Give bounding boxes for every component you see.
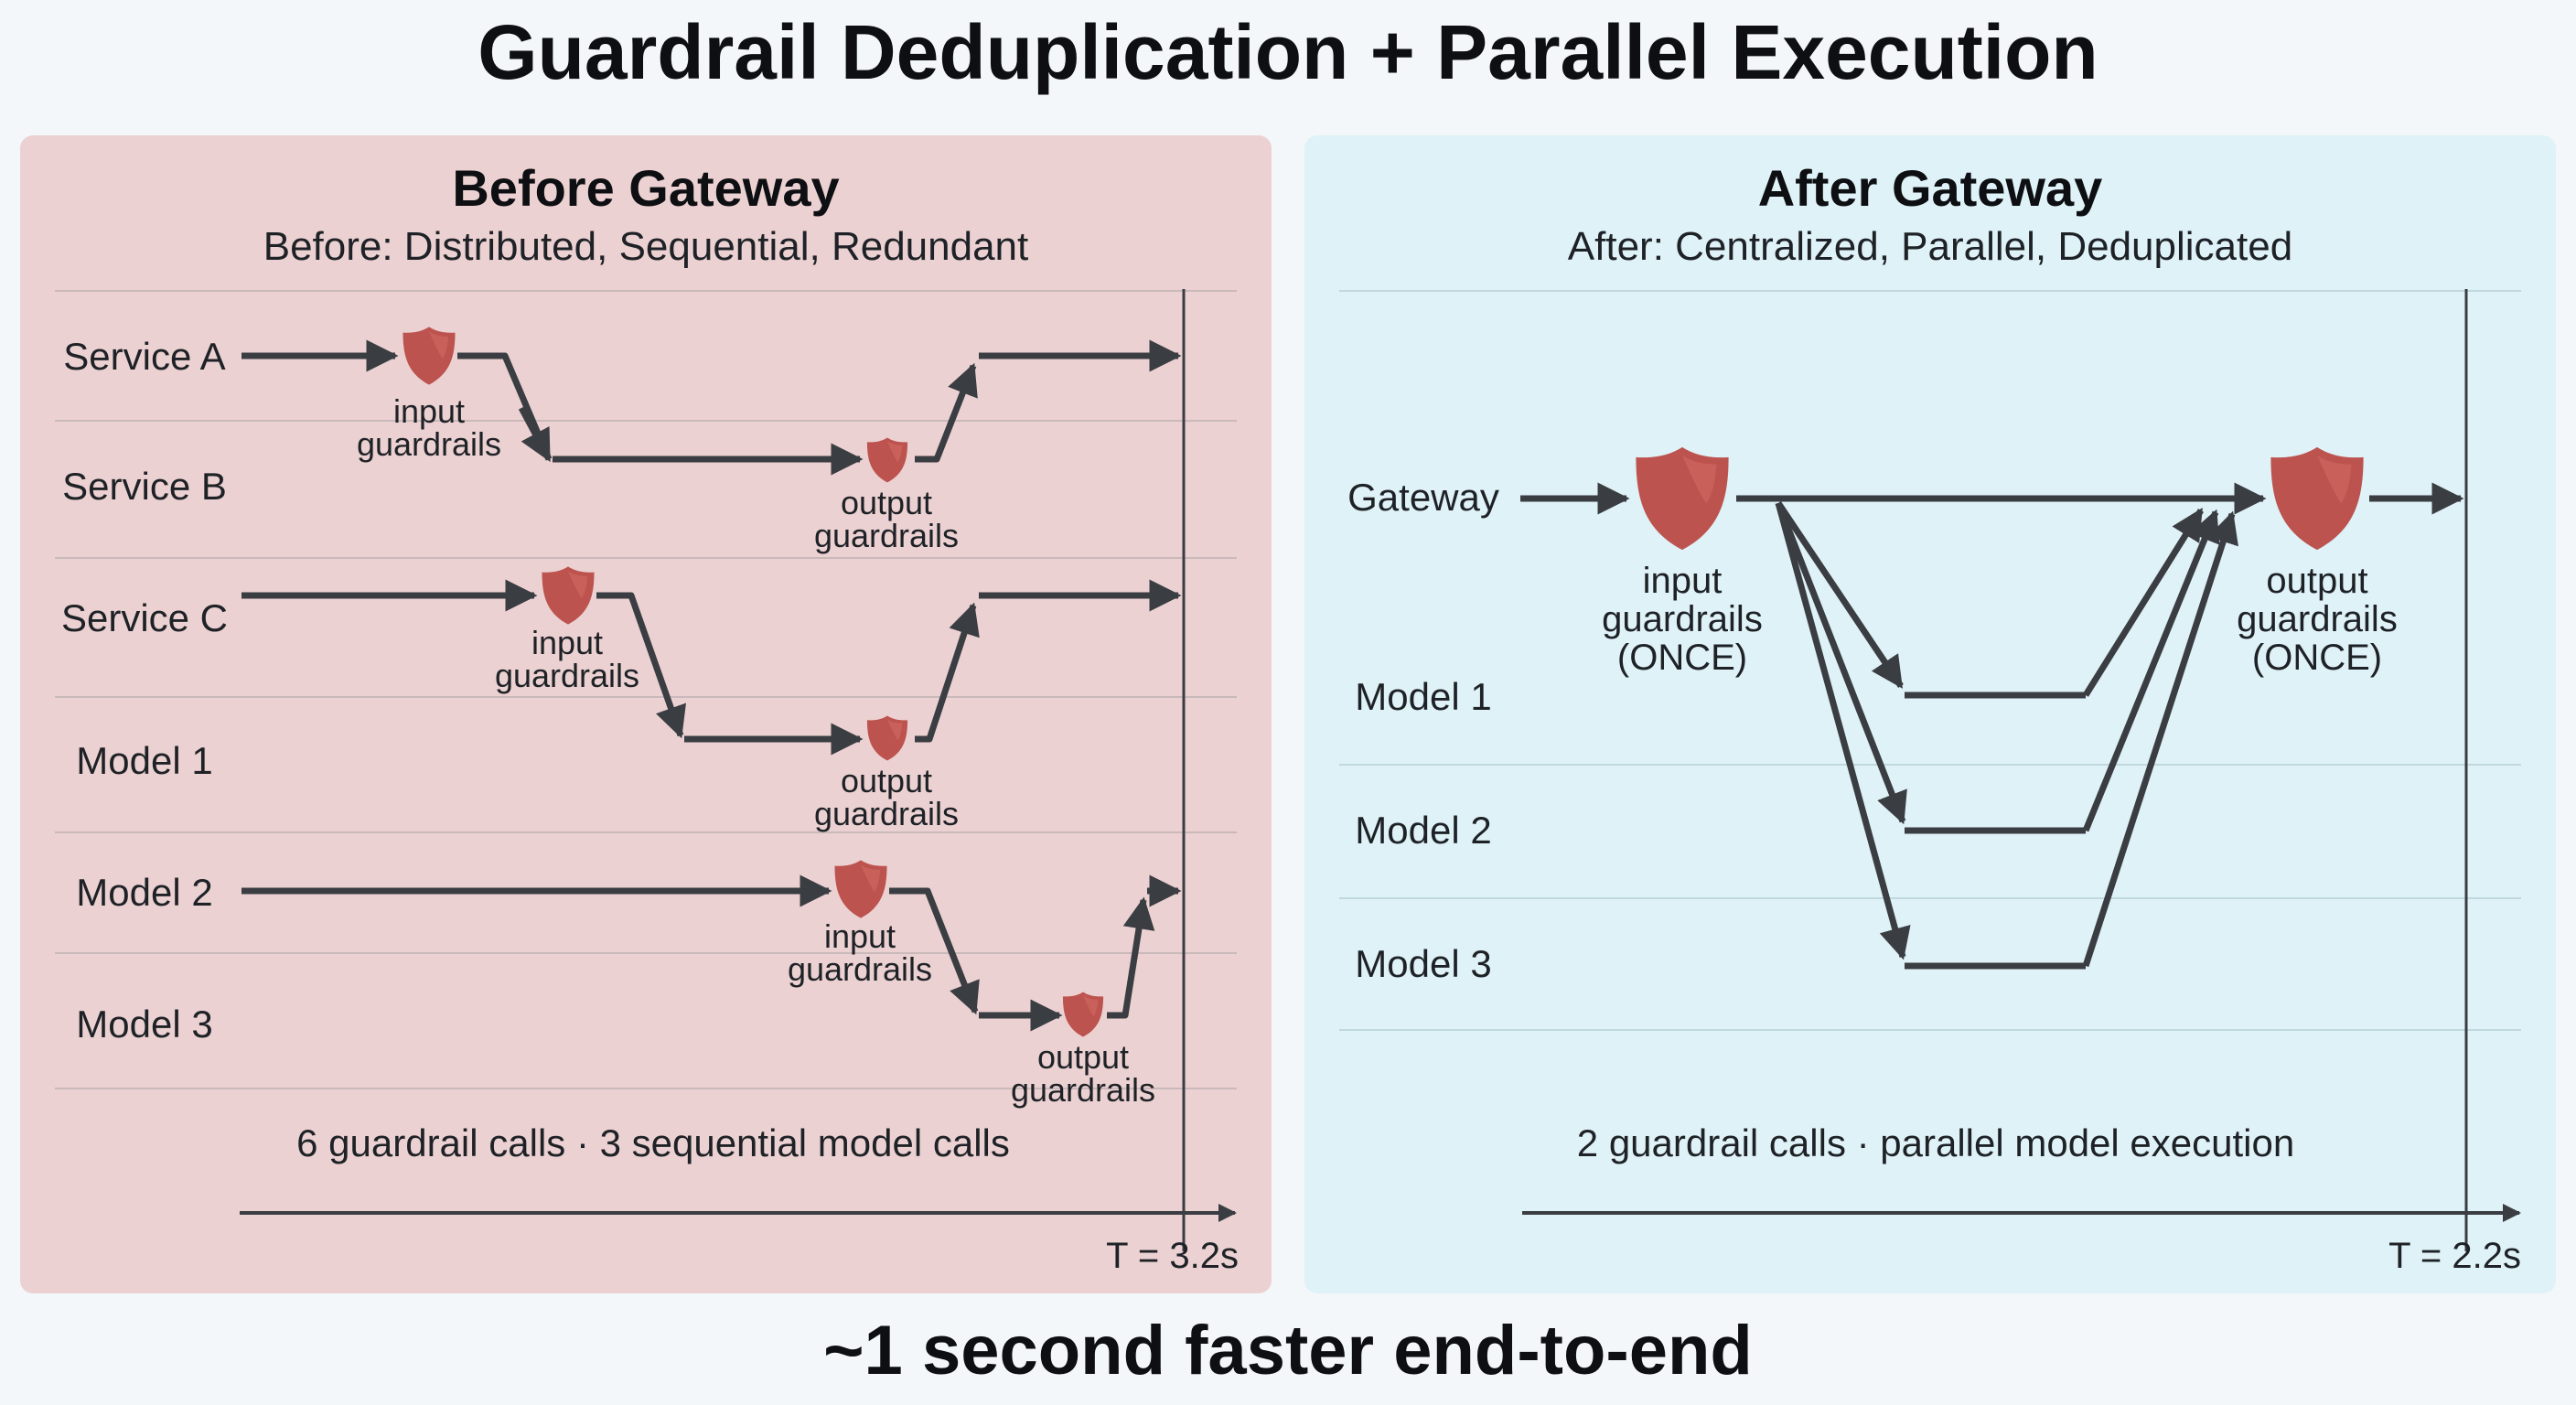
before-flow-3 [242,874,1182,1032]
before-summary: 6 guardrail calls · 3 sequential model c… [296,1121,1010,1164]
before-panel-background [20,135,1272,1293]
flow-arrow [2082,510,2238,968]
flow-arrow [915,362,978,463]
flow-arrow [915,602,980,743]
after-model-label: Model 2 [1355,809,1491,852]
gateway-label: Gateway [1347,476,1499,519]
before-panel: Before Gateway Before: Distributed, Sequ… [20,135,1272,1293]
before-row-label: Model 3 [76,1003,212,1046]
output-guardrail-label: output [841,484,932,521]
before-row-label: Service A [63,335,225,378]
after-input-guardrail-label: guardrails [1602,599,1763,639]
input-guardrail-label: input [393,392,465,430]
flow-arrow [2083,508,2204,697]
after-output-guardrail-label: (ONCE) [2252,638,2382,678]
after-input-guardrail-label: input [1643,561,1723,601]
before-row-label: Service B [62,465,227,508]
before-heading: Before Gateway [452,159,839,217]
before-subheading: Before: Distributed, Sequential, Redunda… [263,224,1029,269]
after-gridlines [1339,290,2521,1031]
before-flow-2 [242,579,1182,756]
output-guardrail-label: guardrails [814,517,959,554]
after-panel-background [1304,135,2556,1293]
before-time-label: T = 3.2s [1106,1236,1239,1276]
after-time-label: T = 2.2s [2388,1236,2521,1276]
page-title: Guardrail Deduplication + Parallel Execu… [478,9,2098,95]
output-guardrail-label: output [1037,1038,1129,1076]
after-model-label: Model 3 [1355,942,1491,985]
before-row-label: Service C [61,596,228,639]
input-guardrail-label: guardrails [495,657,639,694]
before-row-label: Model 2 [76,871,212,914]
flow-arrow [2082,509,2220,832]
before-row-label: Model 1 [76,739,212,782]
after-output-guardrail-label: output [2266,561,2367,601]
flow-arrow [1107,896,1155,1019]
input-guardrail-label: guardrails [357,425,501,463]
after-model-label: Model 1 [1355,675,1491,718]
after-panel: After Gateway After: Centralized, Parall… [1304,135,2556,1293]
after-output-guardrail-label: guardrails [2237,599,2398,639]
input-guardrail-label: guardrails [788,950,932,988]
output-guardrail-label: guardrails [814,795,959,832]
flow-arrow [889,887,980,1015]
flow-arrow [1776,501,1904,689]
flow-arrow [518,406,553,463]
after-flow [1520,482,2464,970]
after-summary: 2 guardrail calls · parallel model execu… [1577,1121,2294,1164]
after-heading: After Gateway [1758,159,2103,217]
flow-arrow [1775,502,1911,960]
flow-arrow [596,592,687,739]
output-guardrail-label: guardrails [1011,1071,1155,1109]
output-guardrail-label: output [841,762,932,799]
input-guardrail-label: input [824,917,896,955]
before-gridlines [55,290,1237,1089]
before-flow-1 [242,339,1182,476]
footer-tagline: ~1 second faster end-to-end [823,1312,1753,1389]
flow-arrow [457,352,553,461]
flow-arrow [1775,501,1907,825]
input-guardrail-label: input [531,624,603,661]
after-subheading: After: Centralized, Parallel, Deduplicat… [1568,224,2292,269]
after-input-guardrail-label: (ONCE) [1617,638,1747,678]
